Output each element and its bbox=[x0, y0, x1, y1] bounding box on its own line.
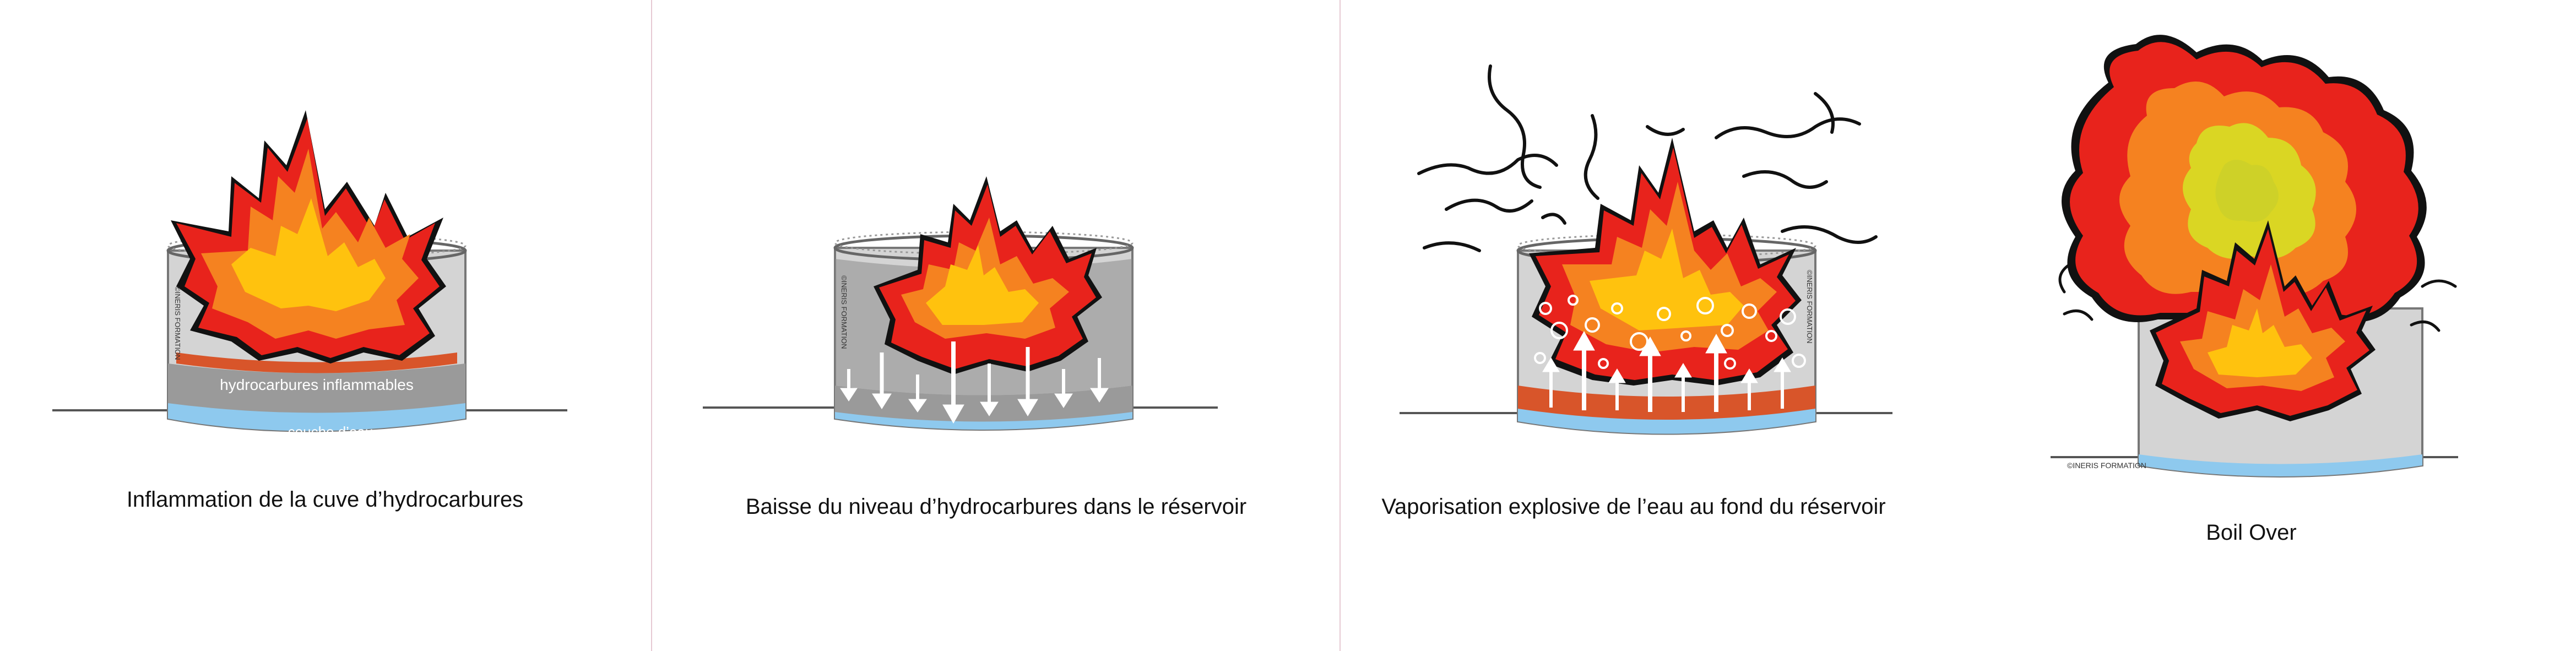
down-arrow bbox=[1090, 358, 1109, 403]
down-arrow bbox=[1054, 369, 1073, 408]
up-arrow bbox=[1639, 336, 1661, 412]
caption-ignition: Inflammation de la cuve d’hydrocarbures bbox=[126, 487, 524, 512]
water-layer-label: couche d’eau bbox=[288, 424, 373, 440]
up-arrow bbox=[1542, 357, 1560, 408]
copyright-mark: ©INERIS FORMATION bbox=[2067, 461, 2146, 470]
panel-ignition: hydrocarbures inflammables couche d’eau … bbox=[0, 0, 650, 651]
copyright-mark: ©INERIS FORMATION bbox=[1805, 270, 1814, 344]
hot-oil-layer bbox=[1518, 386, 1815, 420]
flame bbox=[2150, 220, 2376, 421]
down-arrow bbox=[1017, 347, 1038, 416]
copyright-mark: ©INERIS FORMATION bbox=[840, 275, 848, 349]
up-arrow bbox=[1608, 368, 1626, 410]
water-layer bbox=[1518, 408, 1815, 434]
level-drop-illustration: ©INERIS FORMATION bbox=[703, 176, 1218, 431]
vaporisation-illustration: ©INERIS FORMATION bbox=[1400, 64, 1892, 435]
panel-level-drop: ©INERIS FORMATION Baisse du niveau d’hyd… bbox=[653, 0, 1339, 651]
down-arrow bbox=[872, 352, 892, 409]
up-arrow bbox=[1774, 357, 1791, 409]
panel-water-vaporisation: ©INERIS FORMATION Vaporisation explosive… bbox=[1342, 0, 1926, 651]
oil-layer bbox=[168, 364, 465, 413]
up-arrow bbox=[1705, 333, 1727, 412]
oil-layer-label: hydrocarbures inflammables bbox=[220, 376, 414, 393]
ignition-illustration: hydrocarbures inflammables couche d’eau … bbox=[52, 110, 567, 440]
smoke-wisps bbox=[2058, 263, 2457, 332]
downward-arrows bbox=[840, 341, 1109, 424]
caption-boil-over: Boil Over bbox=[2206, 520, 2297, 545]
caption-level-drop: Baisse du niveau d’hydrocarbures dans le… bbox=[745, 495, 1247, 519]
down-arrow bbox=[908, 375, 927, 413]
upward-arrows bbox=[1542, 330, 1791, 412]
smoke-wisps bbox=[1417, 64, 1878, 252]
panel-boil-over: ©INERIS FORMATION Boil Over bbox=[1927, 0, 2576, 651]
panel-divider bbox=[651, 0, 652, 651]
down-arrow bbox=[840, 369, 858, 402]
fireball bbox=[2062, 35, 2427, 322]
down-arrow bbox=[942, 341, 964, 424]
caption-water-vaporisation: Vaporisation explosive de l’eau au fond … bbox=[1381, 495, 1886, 519]
flame bbox=[1529, 138, 1802, 386]
down-arrow bbox=[980, 364, 999, 416]
copyright-mark: ©INERIS FORMATION bbox=[173, 286, 182, 360]
boil-over-illustration: ©INERIS FORMATION bbox=[2051, 35, 2458, 478]
flame bbox=[171, 110, 446, 364]
hot-surface bbox=[176, 352, 457, 373]
up-arrow bbox=[1740, 368, 1758, 410]
up-arrow bbox=[1674, 363, 1692, 412]
flame bbox=[874, 176, 1102, 375]
up-arrow bbox=[1573, 330, 1595, 410]
water-layer bbox=[2139, 454, 2422, 476]
panel-divider bbox=[1339, 0, 1341, 651]
